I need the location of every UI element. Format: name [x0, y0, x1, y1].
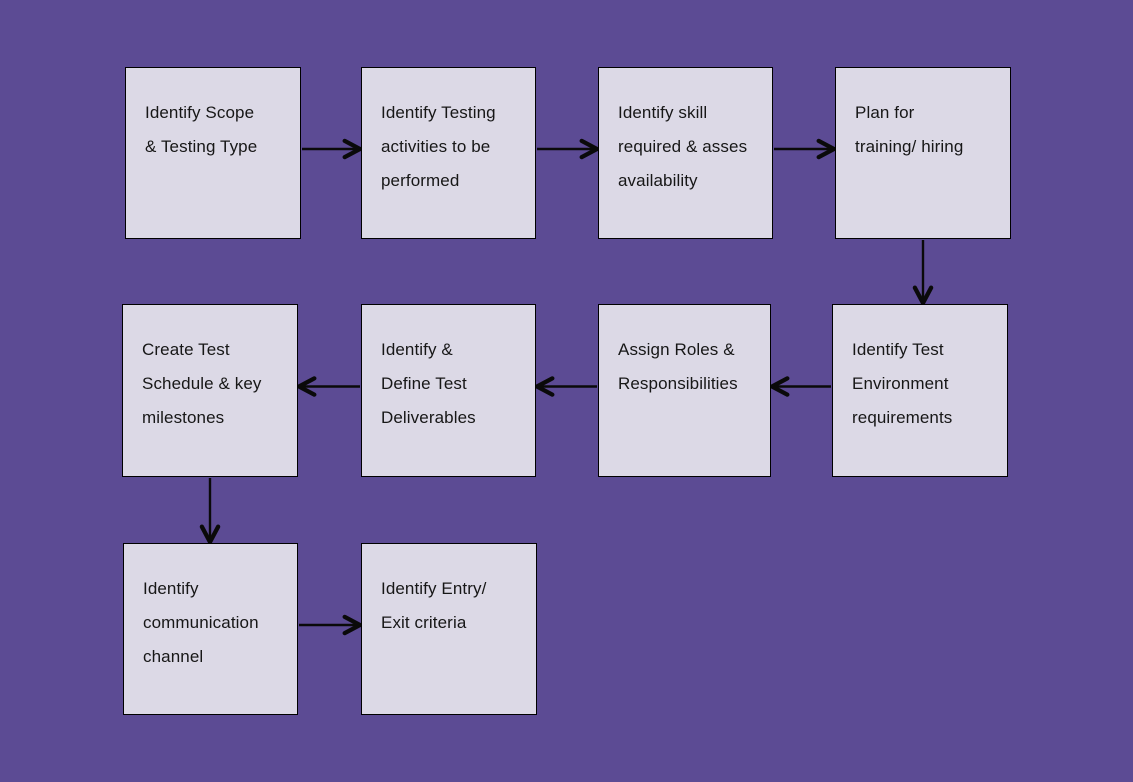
node-label-line: performed [381, 171, 460, 190]
node-label-line: milestones [142, 408, 225, 427]
node-label-line: Assign Roles & [618, 340, 735, 359]
node-label-line: requirements [852, 408, 953, 427]
node-label-line: Plan for [855, 103, 915, 122]
node-label-line: Identify Test [852, 340, 944, 359]
node-label-line: Identify skill [618, 103, 708, 122]
node-label-line: Exit criteria [381, 613, 467, 632]
node-label-line: Deliverables [381, 408, 476, 427]
flow-node-training: Plan for training/ hiring [835, 67, 1011, 239]
flow-node-activities: Identify Testing activities to be performe… [361, 67, 536, 239]
flow-node-scope: Identify Scope & Testing Type [125, 67, 301, 239]
flow-node-skills: Identify skill required & asses availabili… [598, 67, 773, 239]
node-label-line: Identify & [381, 340, 453, 359]
flow-node-communication: Identify communication channel [123, 543, 298, 715]
node-label-line: Define Test [381, 374, 467, 393]
node-label-line: Identify [143, 579, 199, 598]
node-label-line: Create Test [142, 340, 230, 359]
node-label-line: Identify Testing [381, 103, 496, 122]
node-label-line: required & asses [618, 137, 748, 156]
node-label-line: Environment [852, 374, 949, 393]
node-label-line: Schedule & key [142, 374, 262, 393]
node-label-line: availability [618, 171, 698, 190]
node-label-line: channel [143, 647, 204, 666]
node-label-line: training/ hiring [855, 137, 964, 156]
node-label-line: activities to be [381, 137, 491, 156]
flow-node-roles: Assign Roles & Responsibilities [598, 304, 771, 477]
node-label-line: communication [143, 613, 259, 632]
flow-node-criteria: Identify Entry/Exit criteria [361, 543, 537, 715]
node-label-line: Identify Scope [145, 103, 255, 122]
node-label-line: & Testing Type [145, 137, 258, 156]
node-label-line: Responsibilities [618, 374, 738, 393]
node-label-line: Identify Entry/ [381, 579, 487, 598]
